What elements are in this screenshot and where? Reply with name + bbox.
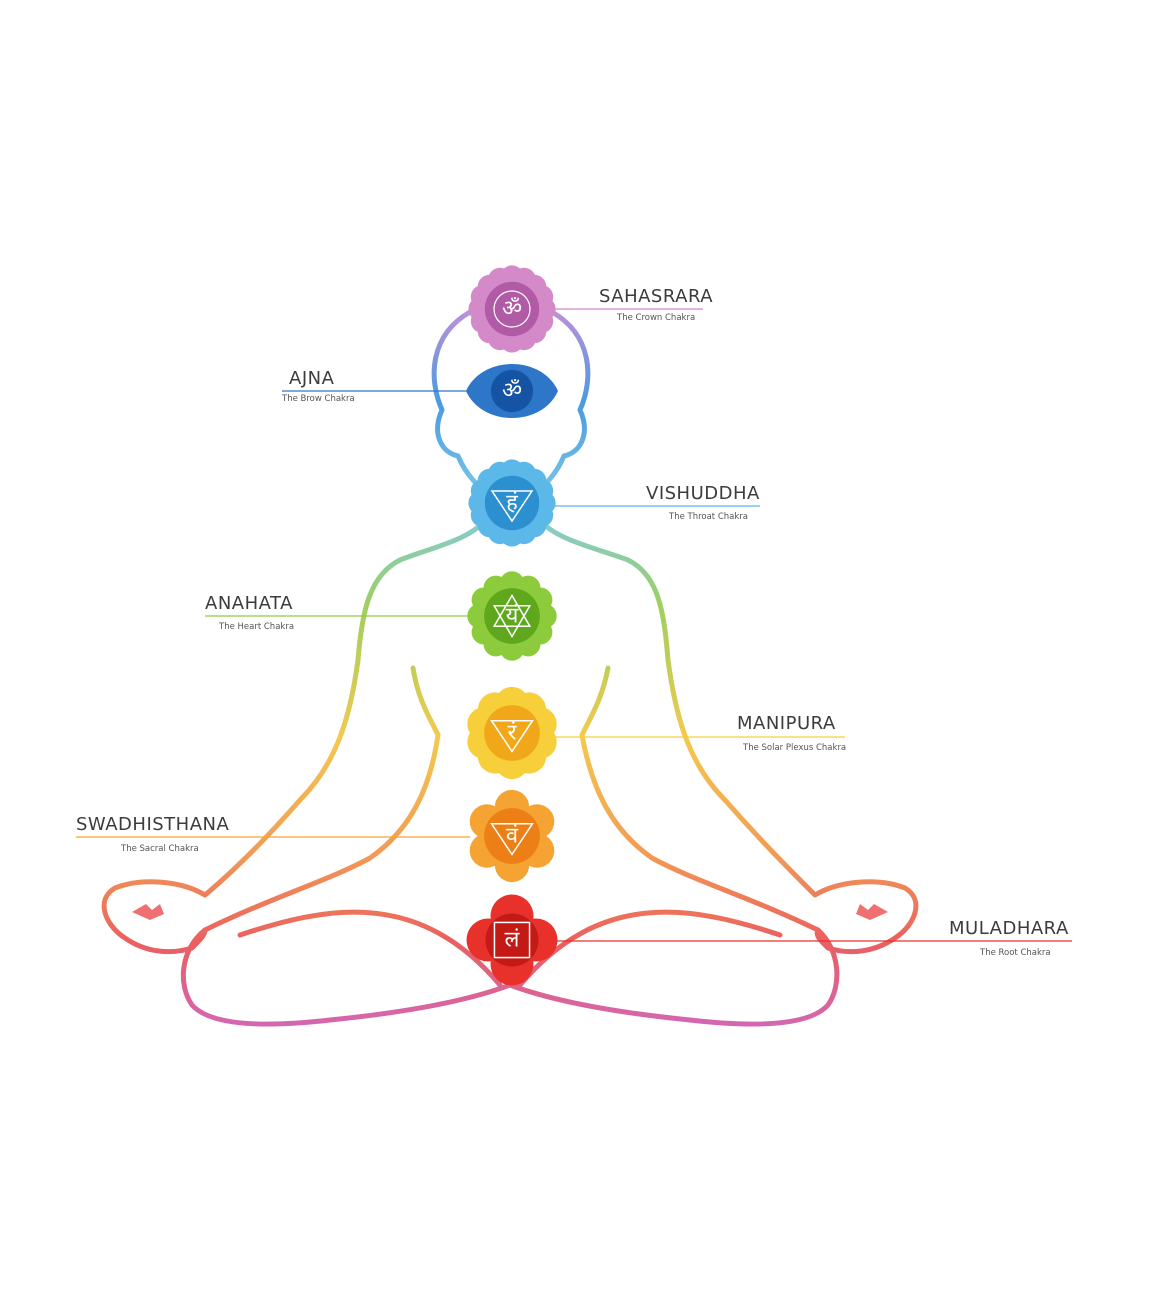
chakra-subtitle-anahata: The Heart Chakra bbox=[218, 622, 294, 632]
chakra-name-anahata: ANAHATA bbox=[205, 593, 293, 614]
bija-mantra-manipura: रं bbox=[508, 721, 518, 746]
chakra-core-sahasrara bbox=[484, 281, 540, 337]
label-ajna: AJNA The Brow Chakra bbox=[281, 368, 355, 404]
chakra-name-ajna: AJNA bbox=[289, 368, 335, 389]
lotus-ten-petal-icon: रं bbox=[467, 686, 557, 780]
chakra-name-sahasrara: SAHASRARA bbox=[599, 286, 713, 307]
chakra-core-ajna bbox=[490, 369, 534, 413]
chakra-core-swadhisthana bbox=[484, 808, 540, 864]
bija-mantra-swadhisthana: वं bbox=[506, 824, 519, 849]
label-manipura: MANIPURA The Solar Plexus Chakra bbox=[737, 713, 846, 753]
label-muladhara: MULADHARA The Root Chakra bbox=[949, 918, 1069, 958]
triangle-icon bbox=[490, 719, 534, 753]
bija-mantra-anahata: यं bbox=[506, 604, 520, 629]
leader-lines bbox=[76, 308, 1072, 942]
chakra-emblems: ॐ ॐ हं यं रं वं लं bbox=[466, 265, 558, 986]
lotus-four-petal-icon: लं bbox=[466, 894, 558, 986]
label-sahasrara: SAHASRARA The Crown Chakra bbox=[599, 286, 713, 323]
chakra-core-anahata bbox=[484, 588, 540, 644]
chakra-core-vishuddha bbox=[484, 475, 540, 531]
triangle-icon bbox=[490, 490, 534, 523]
bija-mantra-muladhara: लं bbox=[505, 928, 521, 953]
chakra-name-vishuddha: VISHUDDHA bbox=[646, 483, 760, 504]
chakra-subtitle-sahasrara: The Crown Chakra bbox=[616, 313, 695, 323]
inner-arm-left bbox=[202, 665, 441, 933]
lotus-thousand-petal-icon: ॐ bbox=[468, 265, 556, 353]
mudra-right-icon bbox=[856, 904, 888, 920]
chakra-name-muladhara: MULADHARA bbox=[949, 918, 1069, 939]
chakra-subtitle-muladhara: The Root Chakra bbox=[979, 948, 1051, 958]
chakra-subtitle-vishuddha: The Throat Chakra bbox=[668, 512, 748, 522]
chakra-core-muladhara bbox=[485, 913, 539, 967]
chakra-subtitle-swadhisthana: The Sacral Chakra bbox=[120, 844, 199, 854]
mudra-left-icon bbox=[132, 904, 164, 920]
lotus-twelve-petal-icon: यं bbox=[467, 571, 557, 661]
inner-ring-icon bbox=[493, 290, 531, 328]
chakra-subtitle-ajna: The Brow Chakra bbox=[281, 394, 355, 404]
inner-arm-right bbox=[579, 665, 821, 933]
chakra-name-manipura: MANIPURA bbox=[737, 713, 836, 734]
lotus-six-petal-icon: वं bbox=[469, 789, 555, 883]
chakra-core-manipura bbox=[484, 705, 540, 761]
chakra-subtitle-manipura: The Solar Plexus Chakra bbox=[742, 743, 846, 753]
label-swadhisthana: SWADHISTHANA The Sacral Chakra bbox=[76, 814, 229, 854]
head-outline bbox=[431, 309, 591, 497]
label-vishuddha: VISHUDDHA The Throat Chakra bbox=[646, 483, 760, 522]
bija-mantra-vishuddha: हं bbox=[506, 491, 518, 516]
hand-right bbox=[812, 879, 919, 955]
chakra-name-swadhisthana: SWADHISTHANA bbox=[76, 814, 229, 835]
label-anahata: ANAHATA The Heart Chakra bbox=[205, 593, 294, 632]
bija-mantra-ajna: ॐ bbox=[502, 379, 522, 404]
triangle-icon bbox=[490, 822, 534, 856]
lotus-two-petal-icon: ॐ bbox=[466, 364, 558, 418]
hexagram-icon bbox=[492, 594, 532, 638]
bija-mantra-sahasrara: ॐ bbox=[502, 297, 522, 322]
hand-left bbox=[101, 879, 208, 955]
square-icon bbox=[493, 921, 531, 959]
lotus-sixteen-petal-icon: हं bbox=[468, 459, 556, 547]
